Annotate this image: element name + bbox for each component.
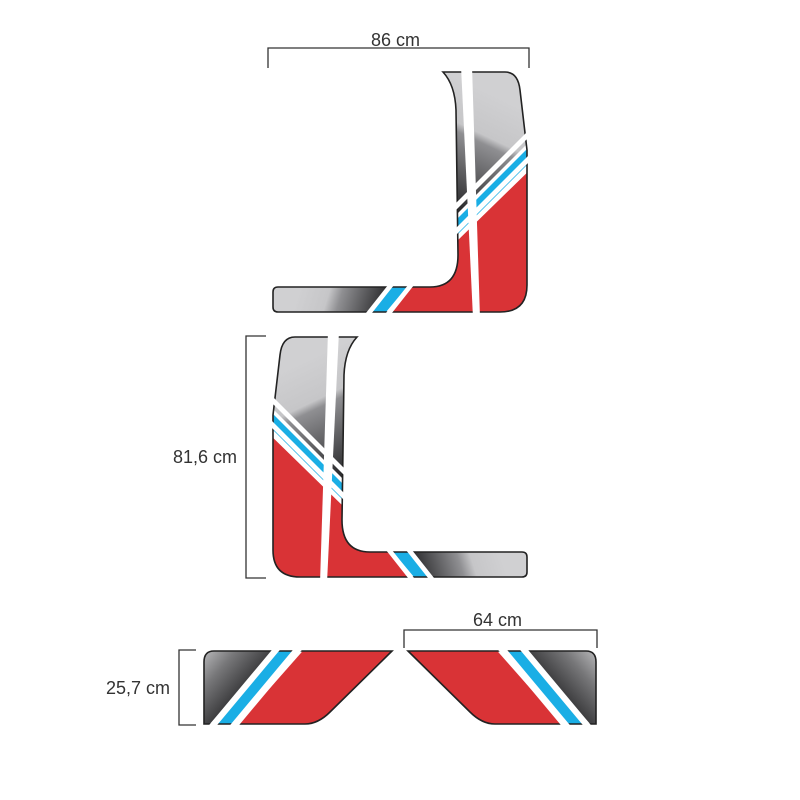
blue-stripe-horizontal — [366, 281, 412, 312]
dimension-line-bottom-height — [178, 649, 196, 726]
decal-middle-piece — [260, 325, 540, 595]
dimension-middle-height-label: 81,6 cm — [173, 447, 238, 467]
decal-bottom-right-piece — [400, 640, 610, 735]
decal-top-piece — [272, 66, 540, 318]
dimension-line-top-width — [267, 47, 530, 68]
dimension-lines — [178, 47, 598, 726]
dimension-bottom-width-label: 64 cm — [473, 610, 523, 630]
white-gaps — [362, 66, 540, 318]
decal-bottom-left-piece — [203, 645, 394, 730]
dimension-line-middle-height — [245, 335, 266, 579]
dimension-bottom-height-label: 25,7 cm — [106, 678, 171, 698]
dimension-top-width-label: 86 cm — [371, 30, 421, 50]
dimension-line-bottom-width — [403, 629, 598, 648]
